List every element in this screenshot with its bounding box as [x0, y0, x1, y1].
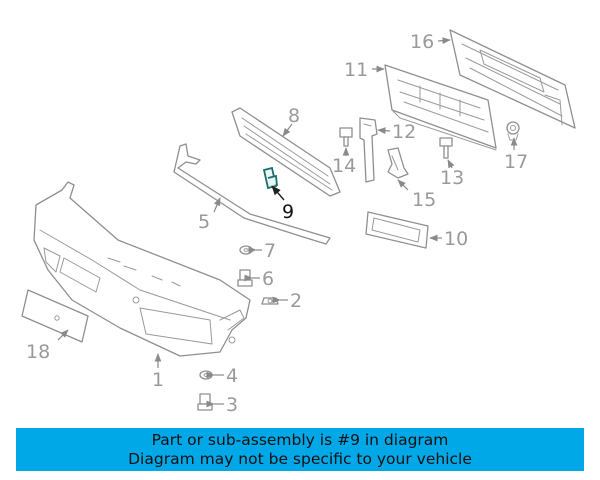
leader-lines [57, 37, 518, 408]
callout-labels: 16 11 8 12 14 13 17 15 9 5 10 7 6 2 18 1… [26, 31, 528, 416]
callout-3: 3 [226, 394, 238, 416]
part-12-bracket [359, 117, 378, 183]
callout-16: 16 [410, 31, 434, 53]
part-13-bolt [439, 137, 453, 159]
part-5-trim-strip [173, 143, 331, 245]
callout-15: 15 [412, 189, 436, 211]
callout-7: 7 [264, 240, 276, 262]
parts-diagram: 16 11 8 12 14 13 17 15 9 5 10 7 6 2 18 1… [21, 29, 576, 416]
callout-11: 11 [344, 59, 368, 81]
part-8-grille-insert [231, 107, 341, 197]
callout-6: 6 [262, 268, 274, 290]
part-2-nut [261, 297, 279, 305]
callout-4: 4 [226, 365, 238, 387]
part-3-bolt [197, 393, 213, 411]
callout-2: 2 [290, 290, 302, 312]
callout-14: 14 [332, 155, 356, 177]
callout-13: 13 [440, 167, 464, 189]
part-11-grille-carrier [384, 64, 497, 151]
part-17-clip [506, 121, 520, 141]
part-4-washer [199, 370, 213, 380]
part-14-bolt [339, 127, 353, 147]
callout-5: 5 [198, 211, 210, 233]
part-1-bumper-cover [33, 181, 251, 357]
part-9-clip-highlighted [262, 166, 278, 190]
part-18-plate-bracket [21, 289, 89, 343]
part-6-bolt [237, 269, 253, 287]
part-7-washer [239, 245, 253, 255]
part-10-bezel [365, 211, 429, 249]
callout-1: 1 [152, 369, 164, 391]
callout-17: 17 [504, 151, 528, 173]
callout-9: 9 [282, 201, 294, 223]
callout-8: 8 [288, 105, 300, 127]
banner-line-part-number: Part or sub-assembly is #9 in diagram [151, 430, 449, 449]
banner-line-disclaimer: Diagram may not be specific to your vehi… [128, 449, 472, 468]
callout-12: 12 [392, 121, 416, 143]
part-15-bracket [387, 147, 409, 179]
callout-10: 10 [444, 228, 468, 250]
callout-18: 18 [26, 341, 50, 363]
part-16-reinforcement [449, 29, 576, 129]
info-banner: Part or sub-assembly is #9 in diagram Di… [16, 428, 584, 471]
